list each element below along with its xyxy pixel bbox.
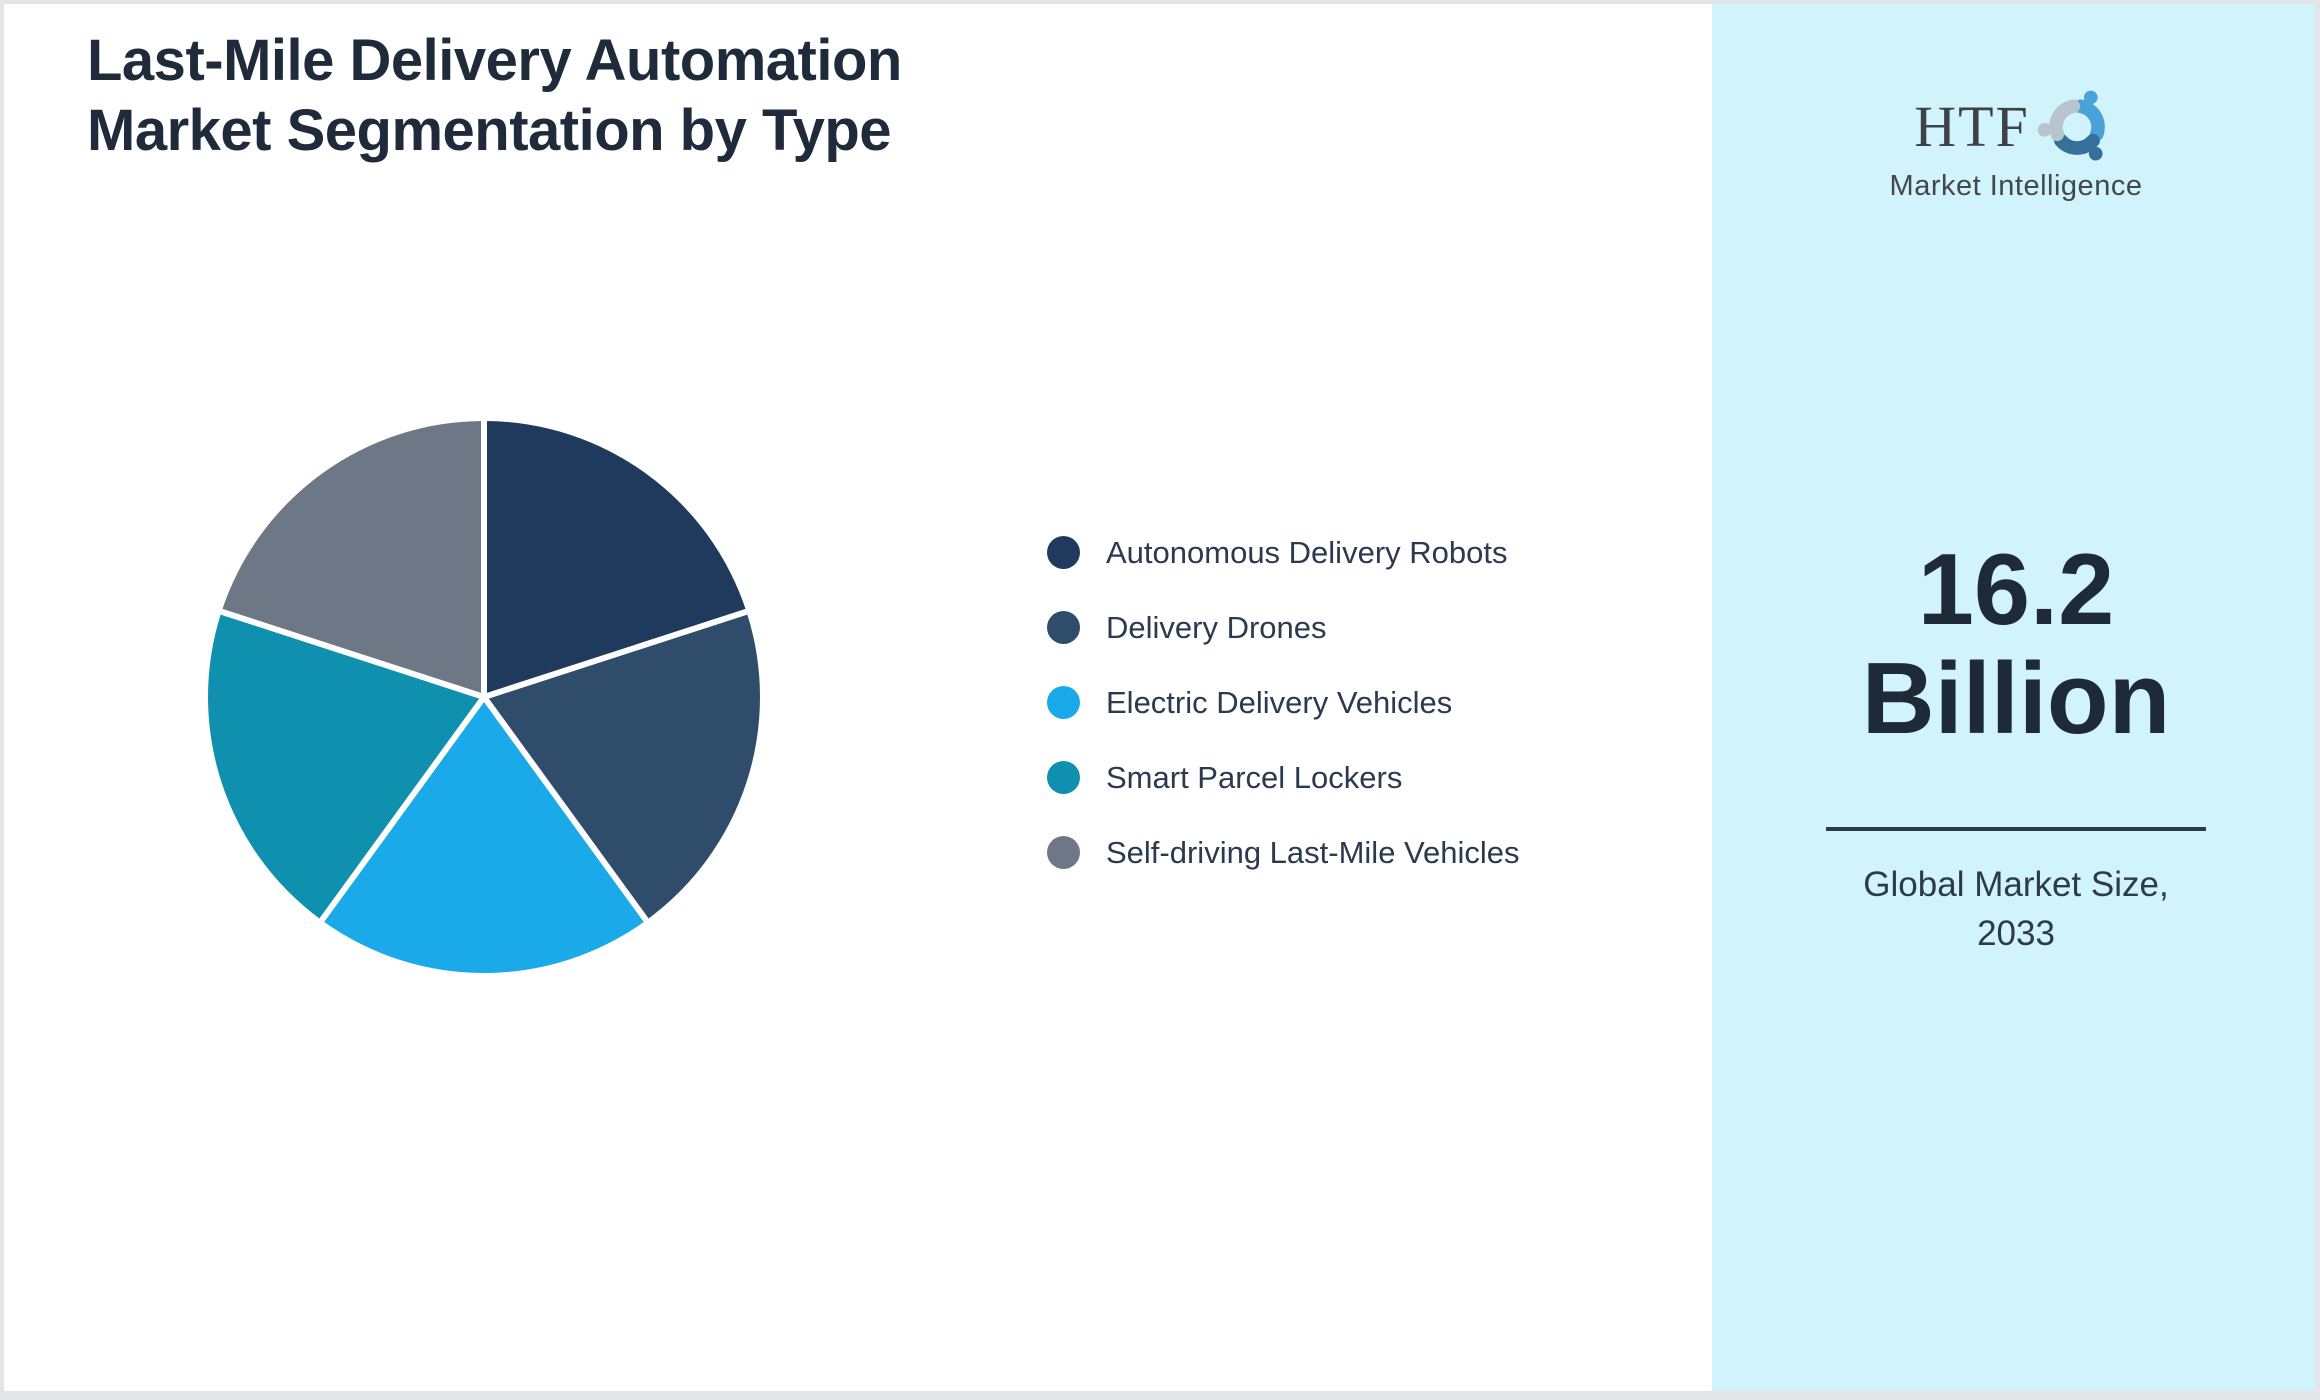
brand-logo-swirl-icon <box>2037 90 2105 161</box>
page-title-line2: Market Segmentation by Type <box>87 98 892 163</box>
pie-slice-separator <box>481 695 649 923</box>
pie-slice-2 <box>321 697 647 974</box>
legend-item: Autonomous Delivery Robots <box>1047 515 1520 590</box>
legend-swatch-icon <box>1047 536 1080 569</box>
market-size-unit: Billion <box>1861 643 2171 756</box>
legend-label: Self-driving Last-Mile Vehicles <box>1106 834 1520 870</box>
brand-logo-text: HTF <box>1914 94 2030 159</box>
legend-label: Autonomous Delivery Robots <box>1106 534 1508 570</box>
pie-slice-1 <box>484 611 760 921</box>
legend-item: Smart Parcel Lockers <box>1047 740 1520 815</box>
pie-legend: Autonomous Delivery Robots Delivery Dron… <box>1047 515 1520 890</box>
market-size-number: 16.2 <box>1917 534 2115 646</box>
pie-slice-separator <box>319 695 487 923</box>
legend-item: Electric Delivery Vehicles <box>1047 665 1520 740</box>
legend-swatch-icon <box>1047 686 1080 719</box>
page-title-line1: Last-Mile Delivery Automation <box>87 28 902 93</box>
pie-slice-3 <box>208 611 484 921</box>
legend-item: Self-driving Last-Mile Vehicles <box>1047 815 1520 890</box>
market-size-caption-line1: Global Market Size, <box>1863 865 2169 904</box>
sidebar-divider <box>1826 827 2206 831</box>
legend-swatch-icon <box>1047 611 1080 644</box>
legend-label: Electric Delivery Vehicles <box>1106 684 1453 720</box>
legend-label: Delivery Drones <box>1106 609 1327 645</box>
pie-chart-svg <box>208 421 760 974</box>
legend-label: Smart Parcel Lockers <box>1106 759 1403 795</box>
brand-logo: HTF Market Intelligence <box>1712 86 2320 203</box>
pie-slice-4 <box>221 421 484 697</box>
pie-slice-separator <box>483 608 748 700</box>
market-size-caption: Global Market Size, 2033 <box>1712 860 2320 958</box>
pie-slice-separator <box>220 608 485 700</box>
brand-logo-row: HTF <box>1914 86 2118 168</box>
legend-swatch-icon <box>1047 836 1080 869</box>
sidebar-panel <box>1712 0 2320 1400</box>
market-size-value: 16.2 Billion <box>1712 534 2320 756</box>
legend-item: Delivery Drones <box>1047 590 1520 665</box>
brand-logo-subtext: Market Intelligence <box>1889 170 2143 202</box>
market-size-caption-line2: 2033 <box>1977 914 2055 953</box>
pie-slice-0 <box>484 421 747 697</box>
page-title: Last-Mile Delivery Automation Market Seg… <box>87 26 902 166</box>
legend-swatch-icon <box>1047 761 1080 794</box>
